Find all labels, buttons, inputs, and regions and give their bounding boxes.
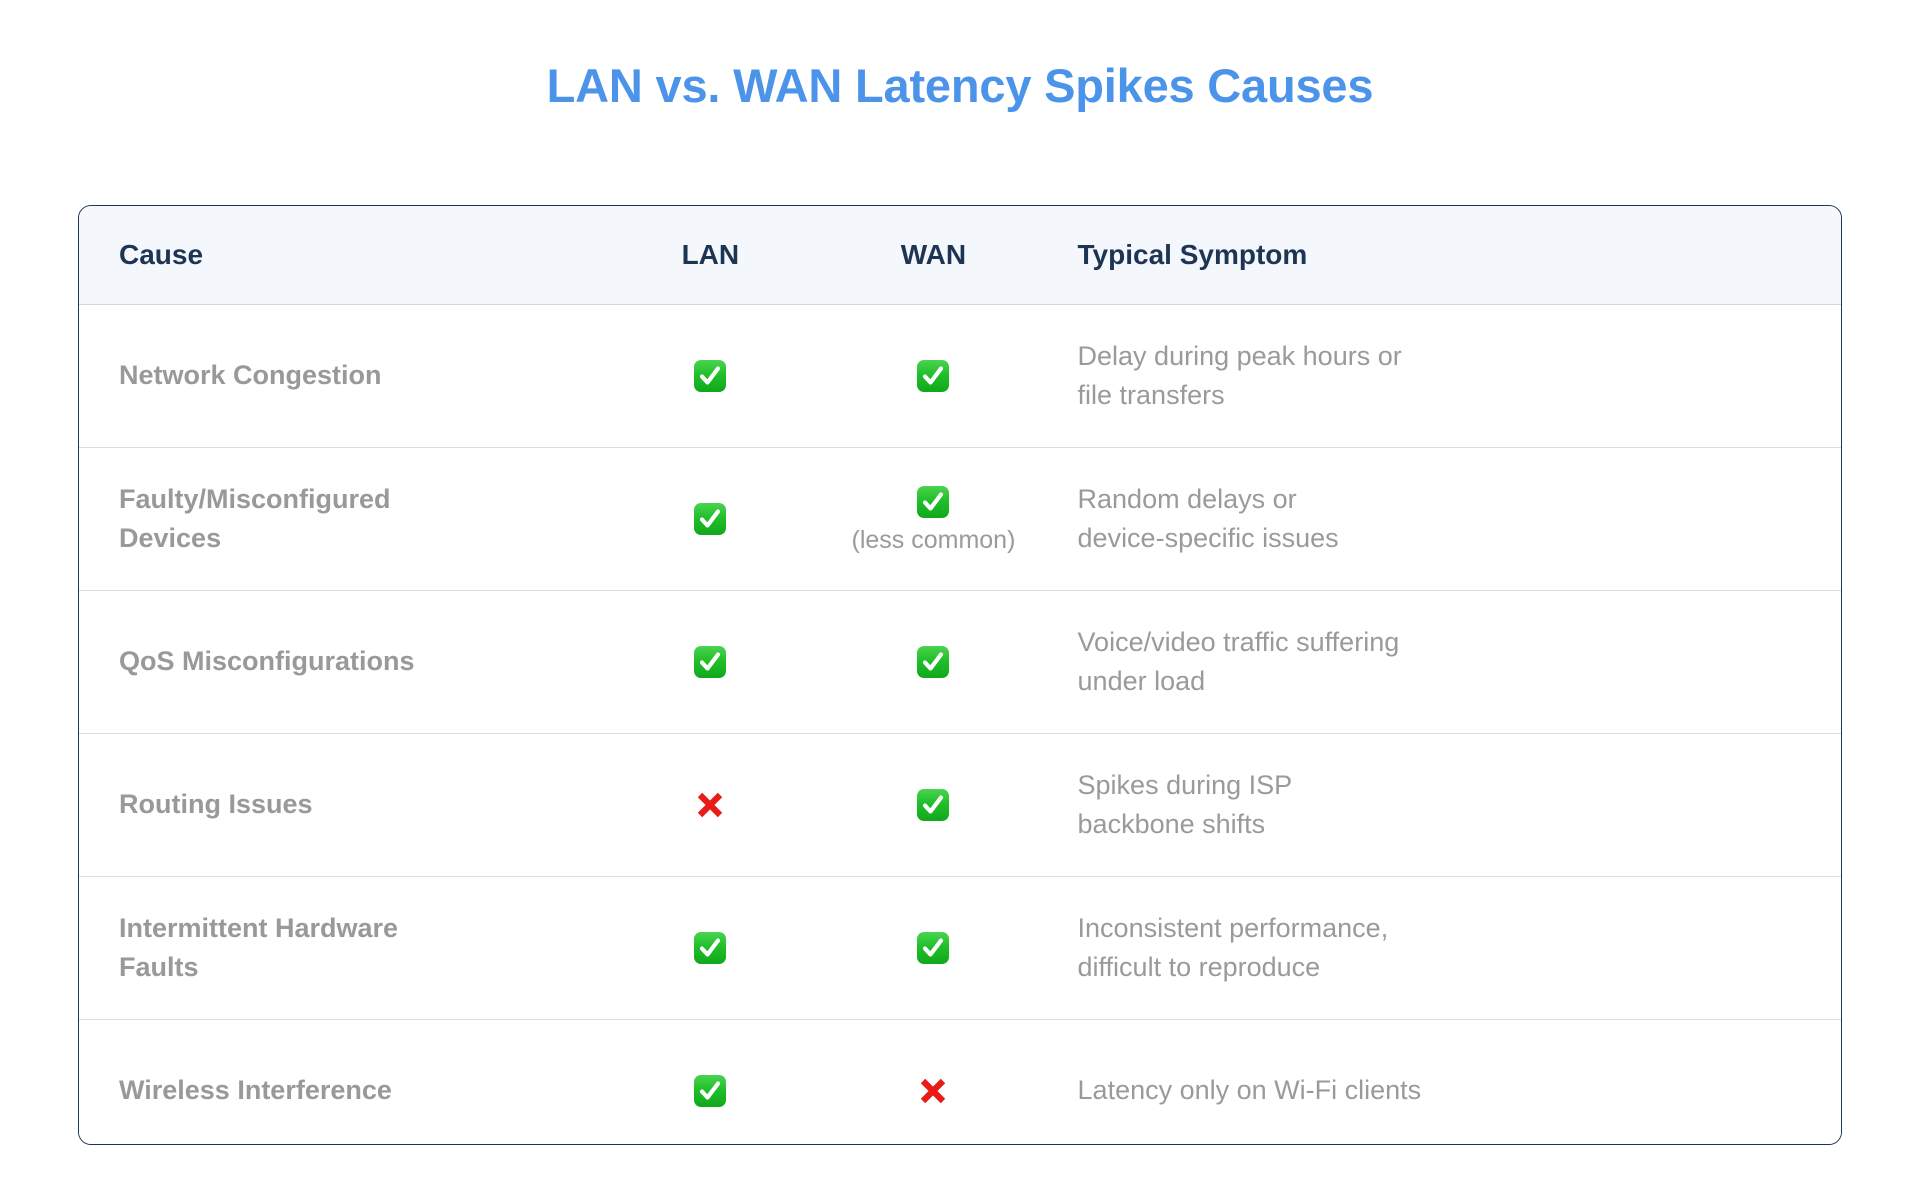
table-header: Cause LAN WAN Typical Symptom <box>79 206 1841 305</box>
symptom-text-line-2: device-specific issues <box>1077 523 1339 553</box>
white-heavy-check-mark-icon <box>821 358 1045 394</box>
table-body: Network Congestion Delay during peak hour… <box>79 304 1841 1144</box>
cell-cause: Network Congestion <box>79 305 599 448</box>
table-row: Network Congestion Delay during peak hour… <box>79 304 1841 448</box>
white-heavy-check-mark-icon <box>599 358 821 394</box>
cell-lan <box>599 305 821 448</box>
symptom-text-line-1: Voice/video traffic suffering <box>1077 626 1400 657</box>
cell-lan <box>599 1019 822 1144</box>
cross-mark-icon <box>821 1073 1045 1109</box>
symptom-text-line-1: Delay during peak hours or <box>1077 340 1402 371</box>
column-header-lan: LAN <box>599 206 822 305</box>
white-heavy-check-mark-icon <box>821 787 1045 823</box>
white-heavy-check-mark-icon <box>821 484 1045 520</box>
cell-wan <box>821 876 1046 1020</box>
cell-lan <box>599 733 822 877</box>
column-header-wan: WAN <box>821 206 1046 305</box>
cause-text-line-2: Faults <box>119 952 199 982</box>
cell-cause: QoS Misconfigurations <box>79 590 600 734</box>
white-heavy-check-mark-icon <box>599 644 821 680</box>
cell-wan: (less common) <box>821 447 1046 591</box>
symptom-text-line-2: difficult to reproduce <box>1077 952 1321 982</box>
cause-text-line-2: Devices <box>119 523 222 553</box>
cell-wan <box>821 1019 1046 1144</box>
cause-text-line-1: Routing Issues <box>119 789 313 820</box>
symptom-text-line-1: Spikes during ISP <box>1077 769 1293 800</box>
page-title: LAN vs. WAN Latency Spikes Causes <box>546 59 1374 112</box>
column-header-cause: Cause <box>79 206 600 305</box>
white-heavy-check-mark-icon <box>821 930 1045 966</box>
white-heavy-check-mark-icon <box>599 1073 821 1109</box>
symptom-text-line-1: Latency only on Wi-Fi clients <box>1077 1075 1422 1106</box>
table-row: QoS Misconfigurations Voice/video traffic… <box>79 590 1841 734</box>
white-heavy-check-mark-icon <box>821 644 1045 680</box>
comparison-table-card: Cause LAN WAN Typical Symptom Network Co… <box>78 205 1842 1145</box>
cell-wan <box>821 590 1046 734</box>
cell-lan <box>599 876 822 1020</box>
cross-mark-icon <box>599 787 821 823</box>
table-header-row: Cause LAN WAN Typical Symptom <box>79 206 1841 305</box>
symptom-text-line-1: Inconsistent performance, <box>1077 912 1389 943</box>
cause-text-line-1: Wireless Interference <box>119 1075 392 1106</box>
table-row: Routing Issues Spikes during ISP backbone … <box>79 733 1841 877</box>
cell-lan <box>599 590 822 734</box>
cell-symptom: Inconsistent performance, difficult to re… <box>1045 876 1841 1020</box>
cause-text-line-1: Intermittent Hardware <box>119 912 399 943</box>
cause-text-line-1: Network Congestion <box>119 360 382 391</box>
white-heavy-check-mark-icon <box>599 930 821 966</box>
cell-cause: Wireless Interference <box>79 1019 600 1144</box>
symptom-text-line-2: file transfers <box>1077 380 1225 410</box>
symptom-text-line-2: under load <box>1077 666 1206 696</box>
cell-symptom: Spikes during ISP backbone shifts <box>1045 733 1841 877</box>
cell-symptom: Delay during peak hours or file transfers <box>1046 305 1841 448</box>
table-row: Wireless Interference Latency only on Wi-… <box>79 1019 1841 1144</box>
cell-wan <box>821 733 1046 877</box>
cell-lan <box>599 447 822 591</box>
cell-symptom: Latency only on Wi-Fi clients <box>1045 1019 1841 1144</box>
cell-symptom: Random delays or device-specific issues <box>1045 447 1841 591</box>
cause-text-line-1: QoS Misconfigurations <box>119 646 415 677</box>
cell-wan-note: (less common) <box>851 525 1016 554</box>
cell-wan <box>821 305 1045 448</box>
comparison-table: Cause LAN WAN Typical Symptom Network Co… <box>79 206 1841 1144</box>
symptom-text-line-1: Random delays or <box>1077 483 1297 514</box>
cell-symptom: Voice/video traffic suffering under load <box>1045 590 1841 734</box>
cause-text-line-1: Faulty/Misconfigured <box>119 483 391 514</box>
column-header-symptom: Typical Symptom <box>1045 206 1841 305</box>
cell-cause: Routing Issues <box>79 733 600 877</box>
symptom-text-line-2: backbone shifts <box>1077 809 1266 839</box>
white-heavy-check-mark-icon <box>599 501 821 537</box>
